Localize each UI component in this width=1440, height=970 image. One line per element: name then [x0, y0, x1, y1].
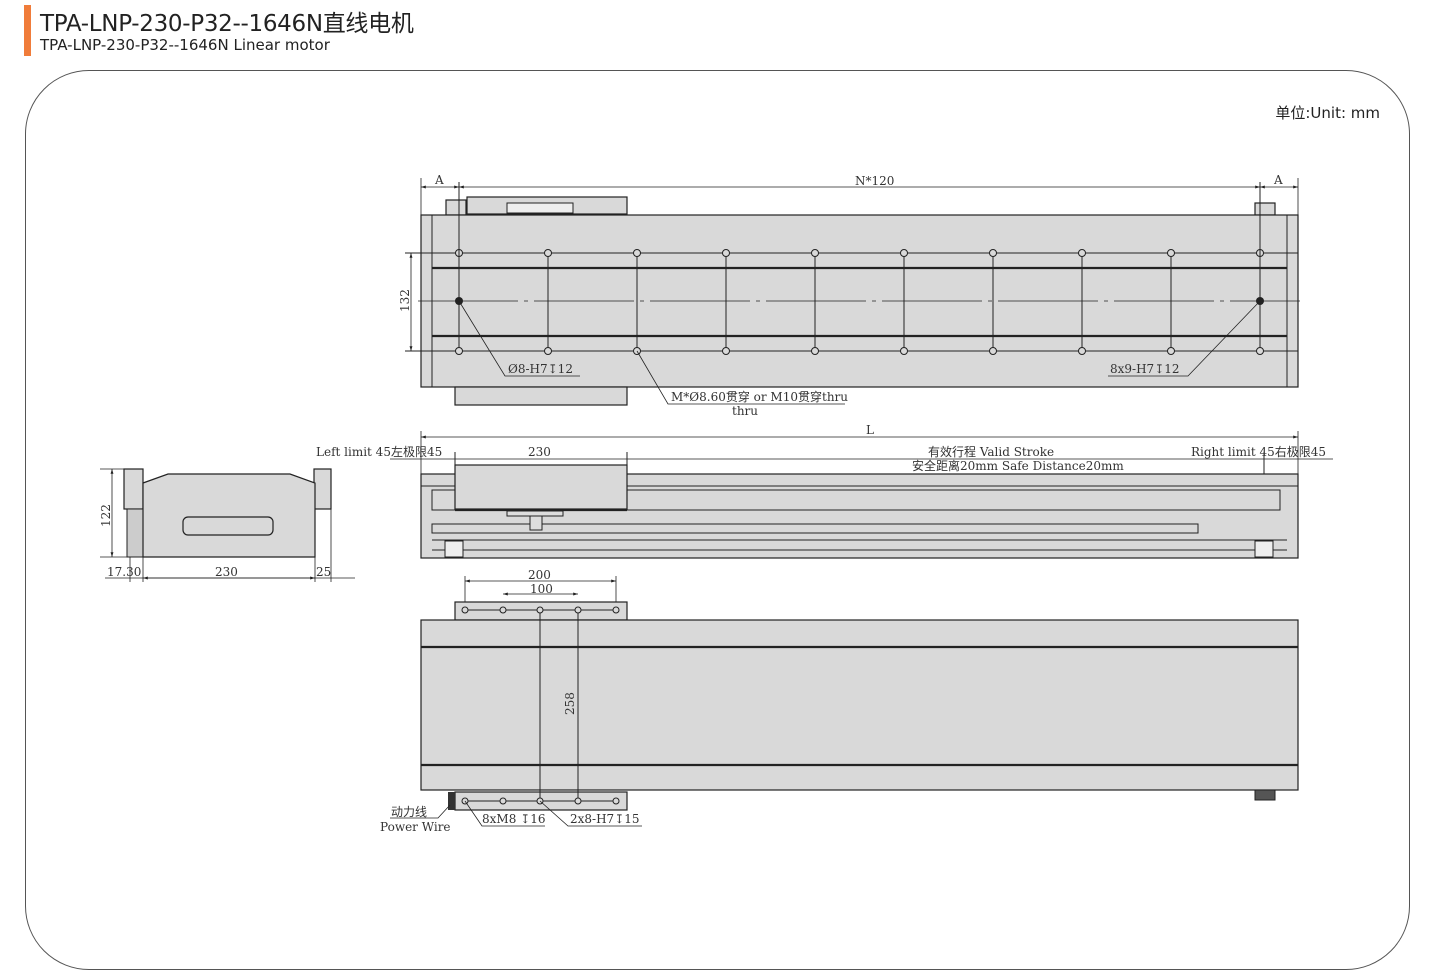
valid-stroke-label: 有效行程 Valid Stroke [928, 444, 1054, 459]
carriage-length-230: 230 [528, 445, 551, 459]
mounting-hole [900, 249, 908, 257]
mounting-hole [633, 249, 641, 257]
dim-200: 200 [528, 568, 551, 582]
end-view-dim-left: 17.30 [107, 565, 141, 579]
end-view-dim-right: 25 [316, 565, 331, 579]
callout-thru: M*Ø8.60贯穿 or M10贯穿thru [671, 389, 848, 404]
callout-pin-left: Ø8-H7↧12 [508, 362, 573, 376]
dim-100: 100 [530, 582, 553, 596]
mounting-hole [811, 347, 819, 355]
top-view: A A N*120 132 Ø8-H7↧12 M*Ø8.60贯穿 or M10贯… [398, 173, 1300, 418]
dim-length-l: L [866, 423, 874, 437]
end-view-body [142, 473, 316, 558]
plate-hole [612, 606, 620, 614]
mounting-hole [544, 347, 552, 355]
mounting-hole [1167, 249, 1175, 257]
plate-hole [461, 606, 469, 614]
mounting-hole [811, 249, 819, 257]
dim-258: 258 [563, 692, 577, 715]
title-accent-bar [24, 5, 31, 56]
dim-width-132: 132 [398, 289, 412, 312]
right-limit-label: Right limit 45右极限45 [1191, 444, 1326, 459]
plate-hole [574, 606, 582, 614]
end-view-height-122: 122 [99, 504, 113, 527]
mounting-hole [989, 347, 997, 355]
bottom-view: 200 100 258 动力线 Power Wire 8xM8 ↧16 2x8-… [380, 568, 1299, 834]
mounting-hole [1078, 347, 1086, 355]
mounting-hole [722, 347, 730, 355]
end-view: 122 17.30 230 25 [99, 468, 355, 582]
dim-pitch: N*120 [855, 174, 894, 188]
safe-distance-label: 安全距离20mm Safe Distance20mm [912, 458, 1124, 473]
page-subtitle: TPA-LNP-230-P32--1646N Linear motor [40, 36, 330, 54]
bottom-plate-top-view [454, 386, 628, 406]
page-title: TPA-LNP-230-P32--1646N直线电机 [40, 11, 414, 37]
mounting-hole [722, 249, 730, 257]
carriage-side [454, 464, 628, 510]
unit-label: 单位:Unit: mm [1275, 104, 1380, 122]
mounting-hole [1167, 347, 1175, 355]
callout-pin-right: 8x9-H7↧12 [1110, 362, 1180, 376]
mounting-hole [900, 347, 908, 355]
plate-hole [612, 797, 620, 805]
mounting-hole [1256, 347, 1264, 355]
dim-a-right: A [1273, 173, 1283, 187]
power-wire-en: Power Wire [380, 820, 451, 834]
mounting-hole [989, 249, 997, 257]
plate-hole [574, 797, 582, 805]
left-limit-label: Left limit 45左极限45 [316, 444, 442, 459]
callout-thru-sub: thru [732, 404, 758, 418]
callout-pin-bottom: 2x8-H7↧15 [570, 812, 640, 826]
mounting-hole [455, 347, 463, 355]
plate-hole [499, 797, 507, 805]
mounting-hole [544, 249, 552, 257]
mounting-hole [1078, 249, 1086, 257]
end-view-dim-width: 230 [215, 565, 238, 579]
power-wire-cn: 动力线 [391, 805, 427, 819]
plate-hole [499, 606, 507, 614]
stator-base-bottom [420, 619, 1299, 791]
dim-a-left: A [434, 173, 444, 187]
side-view: L Left limit 45左极限45 230 有效行程 Valid Stro… [316, 423, 1333, 559]
plate-hole [536, 606, 544, 614]
technical-drawing: A A N*120 132 Ø8-H7↧12 M*Ø8.60贯穿 or M10贯… [99, 173, 1333, 834]
callout-m8: 8xM8 ↧16 [482, 812, 545, 826]
